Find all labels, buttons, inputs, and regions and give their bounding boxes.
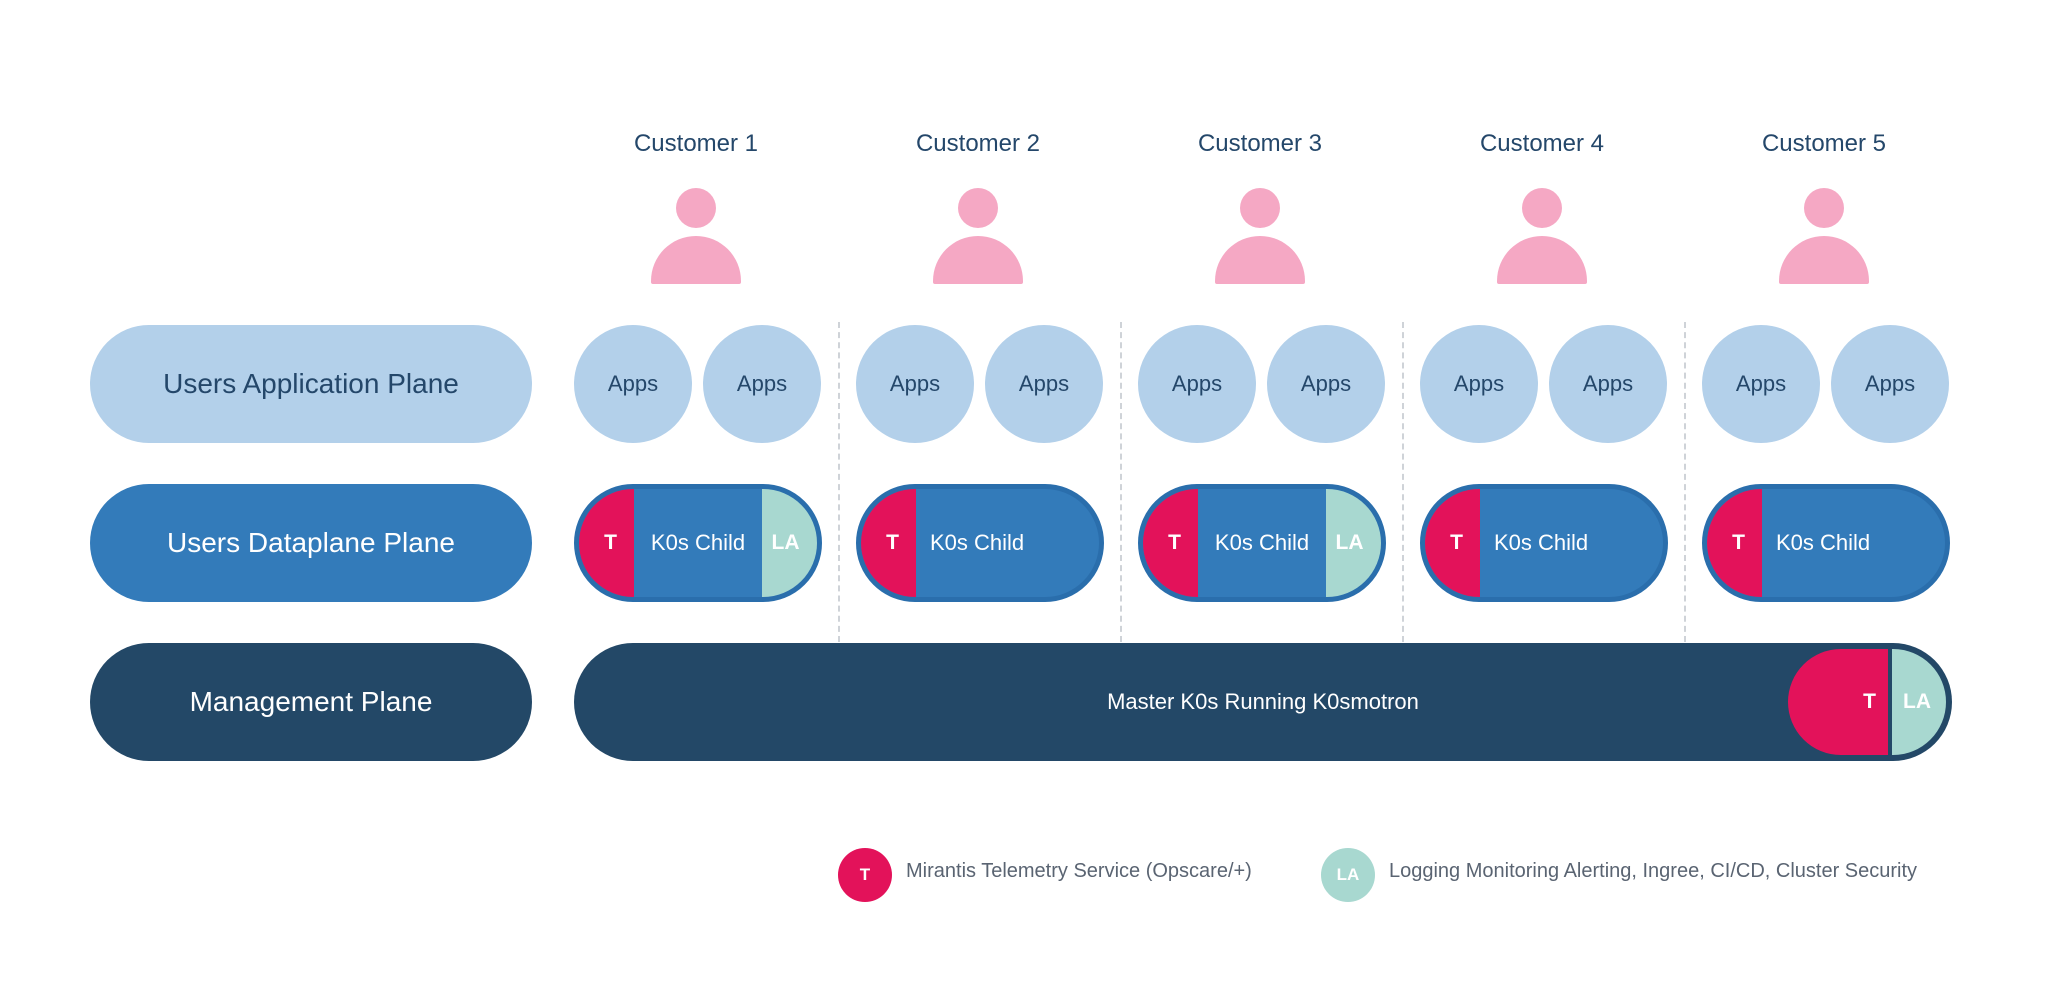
person-icon — [651, 188, 741, 284]
telemetry-icon: T — [838, 848, 892, 902]
customer-divider — [838, 322, 840, 642]
telemetry-badge: T — [1425, 489, 1480, 597]
telemetry-badge: T — [861, 489, 916, 597]
master-k0s-bar: Master K0s Running K0smotron T LA — [574, 643, 1952, 761]
legend-logging-text: Logging Monitoring Alerting, Ingree, CI/… — [1389, 860, 1918, 882]
apps-circle: Apps — [1420, 325, 1538, 443]
person-icon — [1497, 188, 1587, 284]
apps-circle: Apps — [1267, 325, 1385, 443]
logging-icon: LA — [1321, 848, 1375, 902]
person-icon — [1779, 188, 1869, 284]
apps-circle: Apps — [856, 325, 974, 443]
customer-title-3: Customer 3 — [1197, 130, 1323, 157]
child-label: K0s Child — [1776, 530, 1871, 555]
master-label: Master K0s Running K0smotron — [1107, 689, 1419, 714]
telemetry-badge: T — [1707, 489, 1762, 597]
customer-title-5: Customer 5 — [1761, 130, 1887, 157]
logging-badge: LA — [762, 489, 817, 597]
apps-circle: Apps — [1702, 325, 1820, 443]
telemetry-badge: T — [1788, 649, 1894, 755]
logging-badge: LA — [1326, 489, 1381, 597]
legend-telemetry-text: Mirantis Telemetry Service (Opscare/+) — [906, 860, 1252, 882]
person-icon — [1215, 188, 1305, 284]
customer-divider — [1120, 322, 1122, 642]
child-label: K0s Child — [930, 530, 1025, 555]
customer-title-1: Customer 1 — [633, 130, 759, 157]
k0s-child-1: T K0s Child LA — [574, 484, 822, 602]
plane-label-management: Management Plane — [90, 643, 532, 761]
k0s-child-4: T K0s Child — [1420, 484, 1668, 602]
apps-circle: Apps — [1831, 325, 1949, 443]
customer-divider — [1684, 322, 1686, 642]
k0s-child-5: T K0s Child — [1702, 484, 1950, 602]
apps-circle: Apps — [985, 325, 1103, 443]
plane-label-application: Users Application Plane — [90, 325, 532, 443]
k0s-child-3: T K0s Child LA — [1138, 484, 1386, 602]
k0s-child-2: T K0s Child — [856, 484, 1104, 602]
child-label: K0s Child — [1494, 530, 1589, 555]
customer-title-4: Customer 4 — [1479, 130, 1605, 157]
apps-circle: Apps — [574, 325, 692, 443]
customer-title-2: Customer 2 — [915, 130, 1041, 157]
customer-divider — [1402, 322, 1404, 642]
telemetry-badge: T — [579, 489, 634, 597]
telemetry-badge: T — [1143, 489, 1198, 597]
child-label: K0s Child — [1214, 530, 1310, 555]
apps-circle: Apps — [703, 325, 821, 443]
plane-label-dataplane: Users Dataplane Plane — [90, 484, 532, 602]
apps-circle: Apps — [1549, 325, 1667, 443]
apps-circle: Apps — [1138, 325, 1256, 443]
person-icon — [933, 188, 1023, 284]
child-label: K0s Child — [650, 530, 746, 555]
